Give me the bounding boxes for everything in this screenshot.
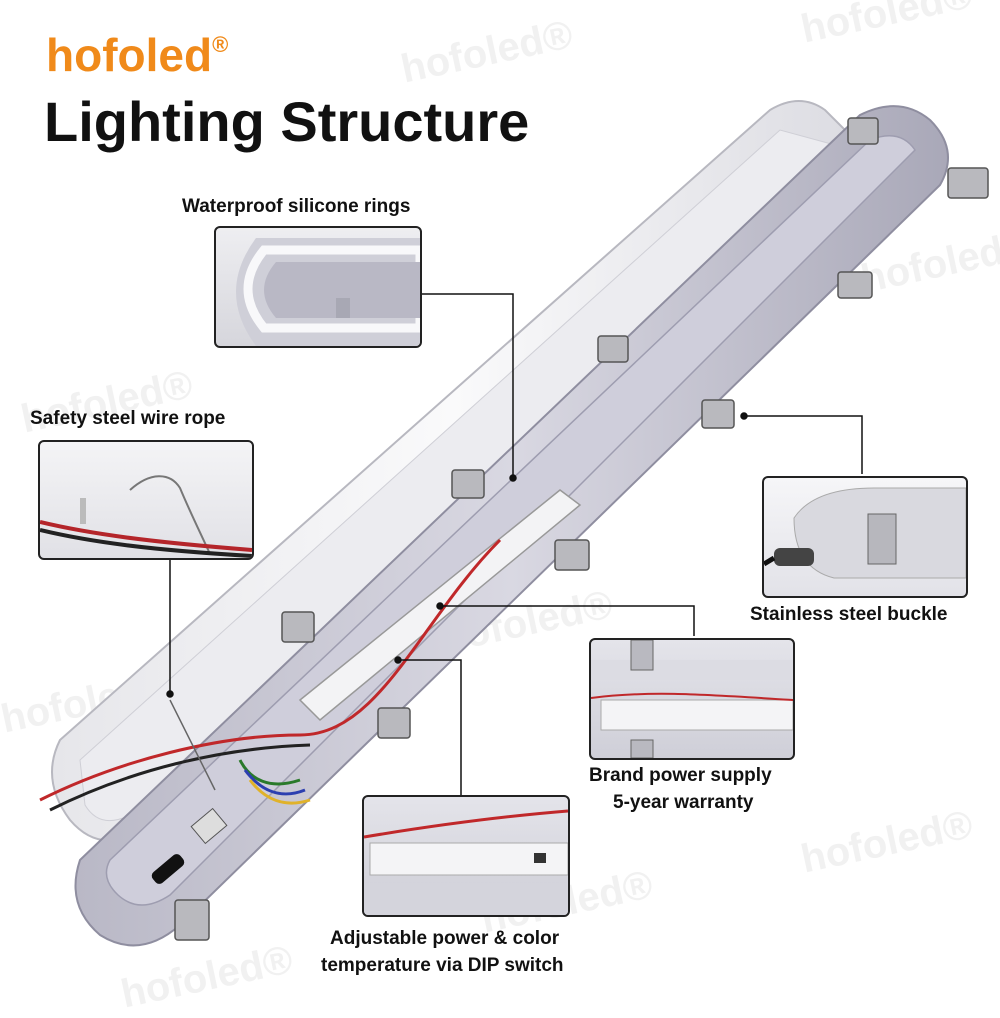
inset-dip-switch [362,795,570,917]
label-dip-switch-2: temperature via DIP switch [321,955,564,976]
steel-wire-rope [169,699,216,791]
label-buckle: Stainless steel buckle [750,604,948,625]
housing-channel [105,135,916,906]
inset-power-supply [589,638,795,760]
power-supply-illustration [591,640,793,758]
terminal-block [190,807,228,845]
label-wire-rope: Safety steel wire rope [30,408,226,429]
wire-rope-illustration [40,475,252,558]
label-dip-switch-1: Adjustable power & color [330,928,560,949]
dip-switch-illustration [364,809,568,915]
inset-wire-rope [38,440,254,560]
silicone-ring-illustration [236,238,420,346]
cable-gland [151,854,185,884]
page-title: Lighting Structure [44,90,530,153]
label-power-supply-2: 5-year warranty [613,792,754,813]
buckle-illustration [764,487,966,579]
leader-lines [166,293,863,795]
colored-wires [238,759,301,786]
steel-buckles [174,117,989,941]
label-power-supply-1: Brand power supply [589,765,772,786]
label-silicone-rings: Waterproof silicone rings [182,196,411,217]
black-wire [49,743,311,812]
red-wire [39,538,502,802]
brand-logo: hofoled® [46,29,229,81]
inset-buckle [762,476,968,598]
inset-silicone-rings [214,226,422,348]
